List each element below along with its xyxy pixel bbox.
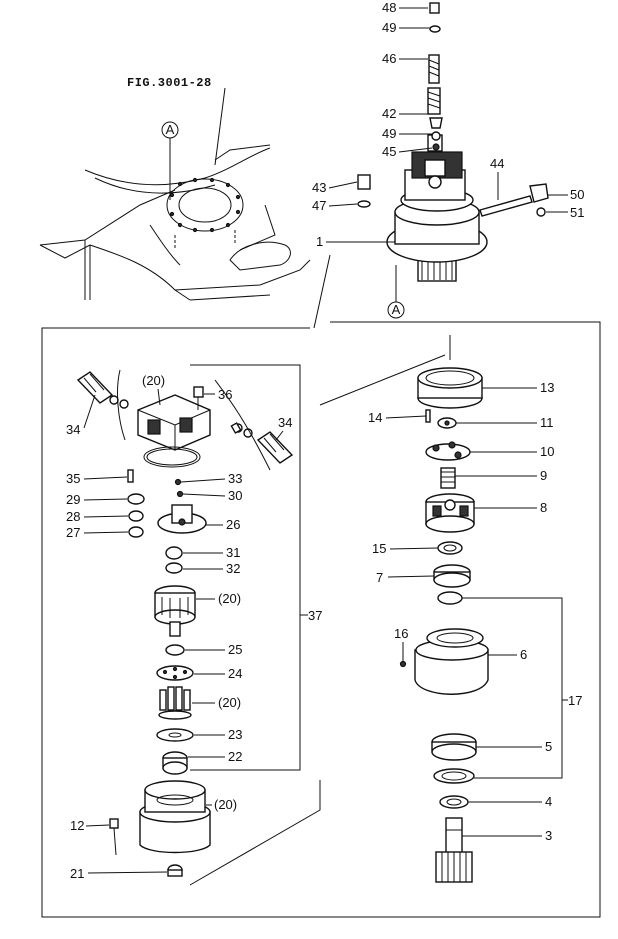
svg-text:24: 24 — [228, 666, 242, 681]
gear-parts-column — [319, 335, 568, 883]
svg-text:34: 34 — [278, 415, 292, 430]
svg-text:27: 27 — [66, 525, 80, 540]
svg-text:16: 16 — [394, 626, 408, 641]
svg-text:34: 34 — [66, 422, 80, 437]
svg-text:21: 21 — [70, 866, 84, 881]
callout-a-bottom: A — [387, 265, 405, 319]
svg-text:7: 7 — [376, 570, 383, 585]
svg-text:37: 37 — [308, 608, 322, 623]
svg-text:11: 11 — [540, 415, 554, 430]
svg-text:22: 22 — [228, 749, 242, 764]
svg-text:35: 35 — [66, 471, 80, 486]
top-labels: 48 49 46 42 49 45 43 47 44 50 51 1 — [312, 0, 584, 329]
figure-reference: FIG.3001-28 — [127, 76, 212, 90]
svg-text:14: 14 — [368, 410, 382, 425]
svg-text:42: 42 — [382, 106, 396, 121]
svg-text:26: 26 — [226, 517, 240, 532]
part-44-pipe-assembly — [479, 183, 549, 217]
svg-text:15: 15 — [372, 541, 386, 556]
motor-parts-labels: (20) 36 34 34 35 33 30 29 28 27 26 31 32… — [66, 373, 322, 886]
figure-reference-leader — [214, 87, 226, 166]
svg-text:A: A — [166, 122, 175, 137]
svg-text:50: 50 — [570, 187, 584, 202]
svg-text:1: 1 — [316, 234, 323, 249]
svg-text:49: 49 — [382, 126, 396, 141]
svg-text:3: 3 — [545, 828, 552, 843]
svg-text:4: 4 — [545, 794, 552, 809]
svg-text:33: 33 — [228, 471, 242, 486]
svg-text:8: 8 — [540, 500, 547, 515]
svg-text:10: 10 — [540, 444, 554, 459]
svg-text:48: 48 — [382, 0, 396, 15]
svg-text:29: 29 — [66, 492, 80, 507]
machine-frame-sketch — [39, 144, 311, 301]
svg-text:45: 45 — [382, 144, 396, 159]
svg-text:(20): (20) — [142, 373, 165, 388]
svg-text:(20): (20) — [218, 695, 241, 710]
svg-text:31: 31 — [226, 545, 240, 560]
svg-text:17: 17 — [568, 693, 582, 708]
svg-text:49: 49 — [382, 20, 396, 35]
svg-text:32: 32 — [226, 561, 240, 576]
svg-text:51: 51 — [570, 205, 584, 220]
svg-text:44: 44 — [490, 156, 504, 171]
svg-text:(20): (20) — [218, 591, 241, 606]
svg-text:46: 46 — [382, 51, 396, 66]
svg-text:(20): (20) — [214, 797, 237, 812]
svg-text:23: 23 — [228, 727, 242, 742]
svg-text:9: 9 — [540, 468, 547, 483]
detail-frame — [41, 321, 601, 918]
svg-text:30: 30 — [228, 488, 242, 503]
svg-text:28: 28 — [66, 509, 80, 524]
svg-text:47: 47 — [312, 198, 326, 213]
svg-text:5: 5 — [545, 739, 552, 754]
svg-text:43: 43 — [312, 180, 326, 195]
motor-parts-column — [76, 364, 308, 877]
svg-text:12: 12 — [70, 818, 84, 833]
callout-a-top: A — [161, 121, 179, 200]
svg-text:6: 6 — [520, 647, 527, 662]
swing-motor-assembly — [386, 2, 488, 282]
part-43-47-bolt — [357, 174, 371, 208]
gear-parts-labels: 13 14 11 10 9 8 15 7 16 6 17 5 4 3 — [368, 380, 582, 843]
svg-text:13: 13 — [540, 380, 554, 395]
svg-text:36: 36 — [218, 387, 232, 402]
svg-text:A: A — [392, 302, 401, 317]
svg-text:25: 25 — [228, 642, 242, 657]
